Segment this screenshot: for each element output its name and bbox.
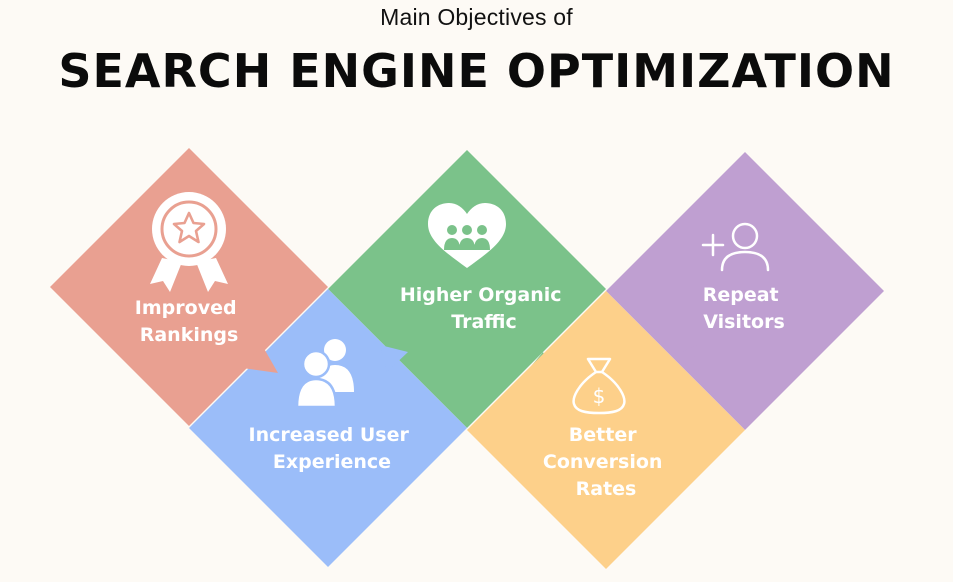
label-organic-traffic: Higher Organic Traffic: [400, 284, 568, 333]
objective-rankings: [50, 148, 328, 426]
label-rankings: Improved Rankings: [135, 297, 243, 346]
diamond-conversion-rates: [467, 291, 745, 569]
page-title: SEARCH ENGINE OPTIMIZATION: [58, 44, 895, 98]
subtitle: Main Objectives of: [380, 4, 573, 30]
svg-text:$: $: [593, 384, 606, 408]
add-user-icon: [701, 222, 770, 272]
objective-conversion-rates: [467, 291, 745, 569]
heart-group-icon: [428, 203, 506, 268]
label-conversion-rates: Better Conversion Rates: [543, 424, 669, 500]
award-badge-icon: [150, 192, 228, 292]
money-bag-icon: $: [572, 357, 626, 415]
label-user-experience: Increased User Experience: [249, 424, 416, 473]
label-repeat-visitors: Repeat Visitors: [703, 284, 786, 333]
users-icon: [295, 339, 354, 409]
